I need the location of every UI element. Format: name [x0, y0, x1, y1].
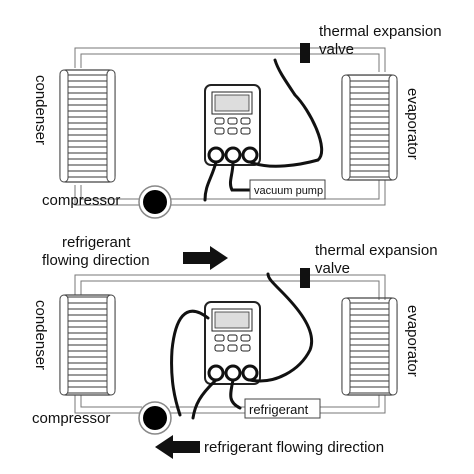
bottom-diagram: refrigerant flowing direction	[32, 234, 438, 459]
top-valve-label-line2: valve	[319, 41, 354, 58]
bottom-condenser-label: condenser	[32, 300, 49, 370]
top-hoses	[203, 58, 324, 202]
top-vacuum-pump-box	[249, 179, 326, 200]
top-evaporator-coil	[341, 74, 398, 181]
flow-direction-label-line1: refrigerant	[62, 234, 131, 251]
bottom-valve-label-line2: valve	[315, 260, 350, 277]
top-condenser-coil	[59, 69, 116, 183]
bottom-valve-icon	[300, 268, 310, 288]
bottom-flow-direction-label: refrigerant flowing direction	[204, 439, 384, 456]
flow-direction-label-line2: flowing direction	[42, 252, 150, 269]
top-condenser-label: condenser	[32, 75, 49, 145]
top-compressor-label: compressor	[42, 192, 120, 209]
bottom-refrigerant-box	[244, 398, 321, 419]
top-evaporator-label: evaporator	[404, 88, 421, 160]
bottom-piping	[74, 274, 386, 414]
bottom-manifold-gauge-icon	[204, 301, 261, 385]
top-diagram: thermal expansion valve condenser evapor…	[32, 23, 442, 219]
top-vacuum-pump-label: vacuum pump	[254, 185, 323, 197]
bottom-compressor-label: compressor	[32, 410, 110, 427]
bottom-hoses	[170, 272, 314, 420]
top-compressor-icon	[138, 185, 172, 219]
bottom-compressor-icon	[138, 401, 172, 435]
bottom-refrigerant-label: refrigerant	[249, 402, 309, 417]
arrow-right-icon	[183, 246, 228, 270]
top-manifold-gauge-icon	[204, 84, 261, 166]
bottom-evaporator-label: evaporator	[404, 305, 421, 377]
arrow-left-icon	[155, 435, 200, 459]
top-valve-label-line1: thermal expansion	[319, 23, 442, 40]
bottom-condenser-coil	[59, 294, 116, 396]
top-piping	[74, 47, 386, 206]
top-valve-icon	[300, 43, 310, 63]
bottom-valve-label-line1: thermal expansion	[315, 242, 438, 259]
bottom-evaporator-coil	[341, 297, 398, 396]
